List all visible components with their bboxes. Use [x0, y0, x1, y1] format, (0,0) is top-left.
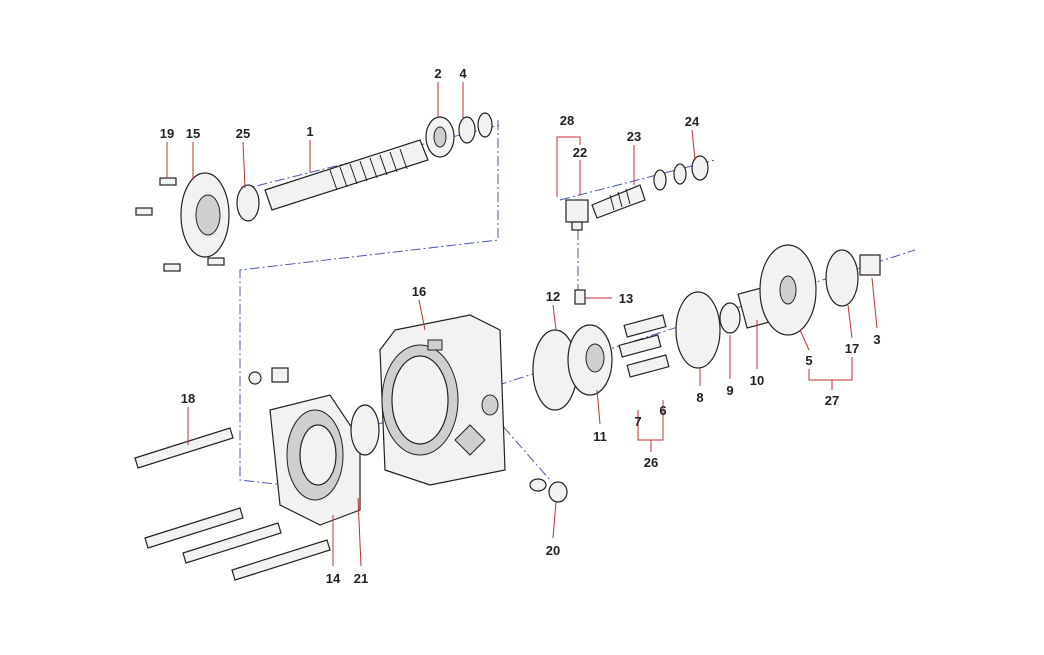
callout-17: 17	[845, 341, 859, 356]
part-pistons	[618, 314, 670, 378]
callout-6: 6	[659, 403, 666, 418]
callout-8: 8	[696, 390, 703, 405]
part-ball-guide	[719, 302, 741, 334]
part-ring	[458, 116, 476, 144]
part-swashplate	[532, 324, 613, 411]
part-retainer-plate	[675, 291, 721, 369]
callout-23: 23	[627, 129, 641, 144]
callout-11: 11	[593, 429, 607, 444]
callout-22: 22	[573, 145, 587, 160]
callout-4: 4	[459, 66, 467, 81]
callout-labels: 1 2 3 4 5 6 7 8 9 10 11 12 13 14 15 16 1…	[160, 66, 881, 586]
callout-9: 9	[726, 383, 733, 398]
callout-5: 5	[805, 353, 812, 368]
callout-3: 3	[873, 332, 880, 347]
part-housing	[379, 314, 506, 486]
callout-15: 15	[186, 126, 200, 141]
callout-19: 19	[160, 126, 174, 141]
part-shaft	[264, 139, 429, 211]
callout-14: 14	[326, 571, 341, 586]
part-bolts	[134, 427, 331, 581]
callout-27: 27	[825, 393, 839, 408]
callout-1: 1	[306, 124, 313, 139]
callout-21: 21	[354, 571, 368, 586]
callout-25: 25	[236, 126, 250, 141]
bearing-bore	[433, 126, 447, 148]
part-plug	[548, 481, 568, 503]
callout-16: 16	[412, 284, 426, 299]
callout-26: 26	[644, 455, 658, 470]
part-control-valve	[565, 155, 709, 305]
callout-2: 2	[434, 66, 441, 81]
part-flange	[180, 172, 260, 258]
callout-13: 13	[619, 291, 633, 306]
callout-28: 28	[560, 113, 574, 128]
part-cylinder-block	[759, 244, 881, 336]
callout-24: 24	[685, 114, 700, 129]
callout-18: 18	[181, 391, 195, 406]
part-screws	[135, 177, 225, 272]
callout-10: 10	[750, 373, 764, 388]
part-end-cover	[248, 367, 380, 526]
leader-lines	[166, 82, 878, 567]
callout-20: 20	[546, 543, 560, 558]
callout-12: 12	[546, 289, 560, 304]
callout-7: 7	[634, 414, 641, 429]
part-seal-ring	[529, 478, 547, 492]
part-ring	[477, 112, 493, 138]
